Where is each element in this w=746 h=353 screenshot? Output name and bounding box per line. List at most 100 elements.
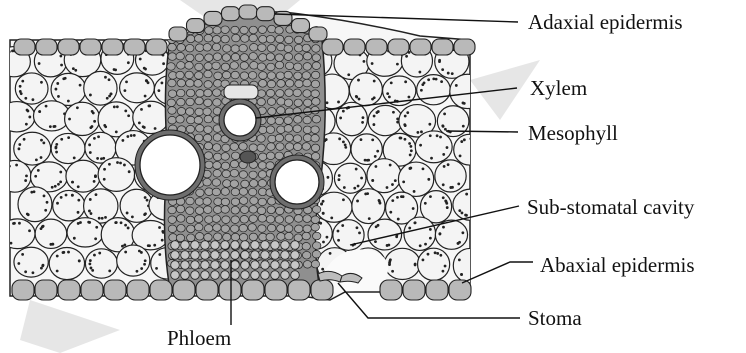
chloroplast <box>25 174 28 177</box>
bundle-cell <box>204 99 212 107</box>
bundle-cell <box>186 79 194 87</box>
chloroplast <box>27 110 30 113</box>
chloroplast <box>127 61 130 64</box>
bundle-cell <box>249 206 257 214</box>
phloem-cell <box>211 261 220 270</box>
chloroplast <box>421 83 424 86</box>
bundle-cell <box>295 54 303 62</box>
phloem-cell <box>281 241 290 250</box>
phloem-cell <box>191 261 200 270</box>
bundle-cell <box>176 205 184 213</box>
label-substomatal-cavity: Sub-stomatal cavity <box>527 195 695 219</box>
bundle-cell <box>213 161 221 169</box>
chloroplast <box>441 124 444 127</box>
epidermis-cell <box>173 280 195 300</box>
bundle-cell <box>221 35 229 43</box>
chloroplast <box>388 95 391 98</box>
bundle-cell <box>311 90 319 98</box>
chloroplast <box>3 181 6 184</box>
chloroplast <box>356 200 359 203</box>
bundle-cell <box>294 116 302 124</box>
chloroplast <box>343 186 346 189</box>
bundle-cell <box>266 89 274 97</box>
mesophyll-cell <box>84 71 117 105</box>
chloroplast <box>442 183 445 186</box>
phloem-cell <box>261 271 270 280</box>
bundle-cell <box>294 44 302 52</box>
chloroplast <box>18 143 21 146</box>
epidermis-cell <box>344 39 365 55</box>
chloroplast <box>12 222 15 225</box>
chloroplast <box>386 186 389 189</box>
chloroplast <box>46 201 49 204</box>
chloroplast <box>73 156 76 159</box>
bundle-cell <box>241 180 249 188</box>
chloroplast <box>51 186 54 189</box>
bundle-cell <box>240 54 248 62</box>
bundle-cell <box>230 180 238 188</box>
bundle-cell <box>168 79 176 87</box>
chloroplast <box>68 118 71 121</box>
epidermis-cell <box>204 11 222 25</box>
phloem-cell <box>241 261 250 270</box>
chloroplast <box>98 252 101 255</box>
chloroplast <box>40 139 43 142</box>
chloroplast <box>413 190 416 193</box>
bundle-cell <box>194 116 202 124</box>
chloroplast <box>329 252 332 255</box>
chloroplast <box>396 63 399 66</box>
chloroplast <box>480 267 483 270</box>
bundle-cell <box>258 225 266 233</box>
bundle-cell <box>186 225 194 233</box>
bundle-cell <box>275 216 283 224</box>
phloem-cell <box>291 261 300 270</box>
chloroplast <box>396 196 399 199</box>
chloroplast <box>406 111 409 114</box>
chloroplast <box>42 225 45 228</box>
bundle-cell <box>177 215 185 223</box>
bundle-cell <box>276 35 284 43</box>
bundle-cell <box>257 63 265 71</box>
bundle-cell <box>221 63 229 71</box>
chloroplast <box>35 158 38 161</box>
mesophyll-cell <box>368 105 402 135</box>
chloroplast <box>371 62 374 65</box>
epidermis-cell <box>388 39 409 55</box>
chloroplast <box>88 210 91 213</box>
chloroplast <box>389 164 392 167</box>
chloroplast <box>126 212 129 215</box>
chloroplast <box>373 80 376 83</box>
chloroplast <box>480 209 483 212</box>
chloroplast <box>56 82 59 85</box>
bundle-cell <box>267 80 275 88</box>
bundle-cell <box>196 189 204 197</box>
chloroplast <box>444 128 447 131</box>
chloroplast <box>62 251 65 254</box>
chloroplast <box>144 196 147 199</box>
bundle-cell <box>258 26 266 34</box>
chloroplast <box>355 168 358 171</box>
bundle-cell <box>284 53 292 61</box>
chloroplast <box>408 96 411 99</box>
chloroplast <box>344 143 347 146</box>
chloroplast <box>374 240 377 243</box>
chloroplast <box>133 134 136 137</box>
chloroplast <box>404 115 407 118</box>
chloroplast <box>10 242 13 245</box>
chloroplast <box>146 199 149 202</box>
bundle-cell <box>266 126 274 134</box>
leader-mesophyll <box>446 131 518 132</box>
chloroplast <box>377 224 380 227</box>
bundle-cell <box>293 135 301 143</box>
chloroplast <box>89 151 92 154</box>
protoxylem <box>224 85 258 99</box>
epidermis-cell <box>36 39 57 55</box>
chloroplast <box>103 178 106 181</box>
chloroplast <box>120 221 123 224</box>
chloroplast <box>409 167 412 170</box>
bundle-cell <box>249 233 257 241</box>
phloem-cell <box>281 251 290 260</box>
chloroplast <box>322 212 325 215</box>
chloroplast <box>34 175 37 178</box>
